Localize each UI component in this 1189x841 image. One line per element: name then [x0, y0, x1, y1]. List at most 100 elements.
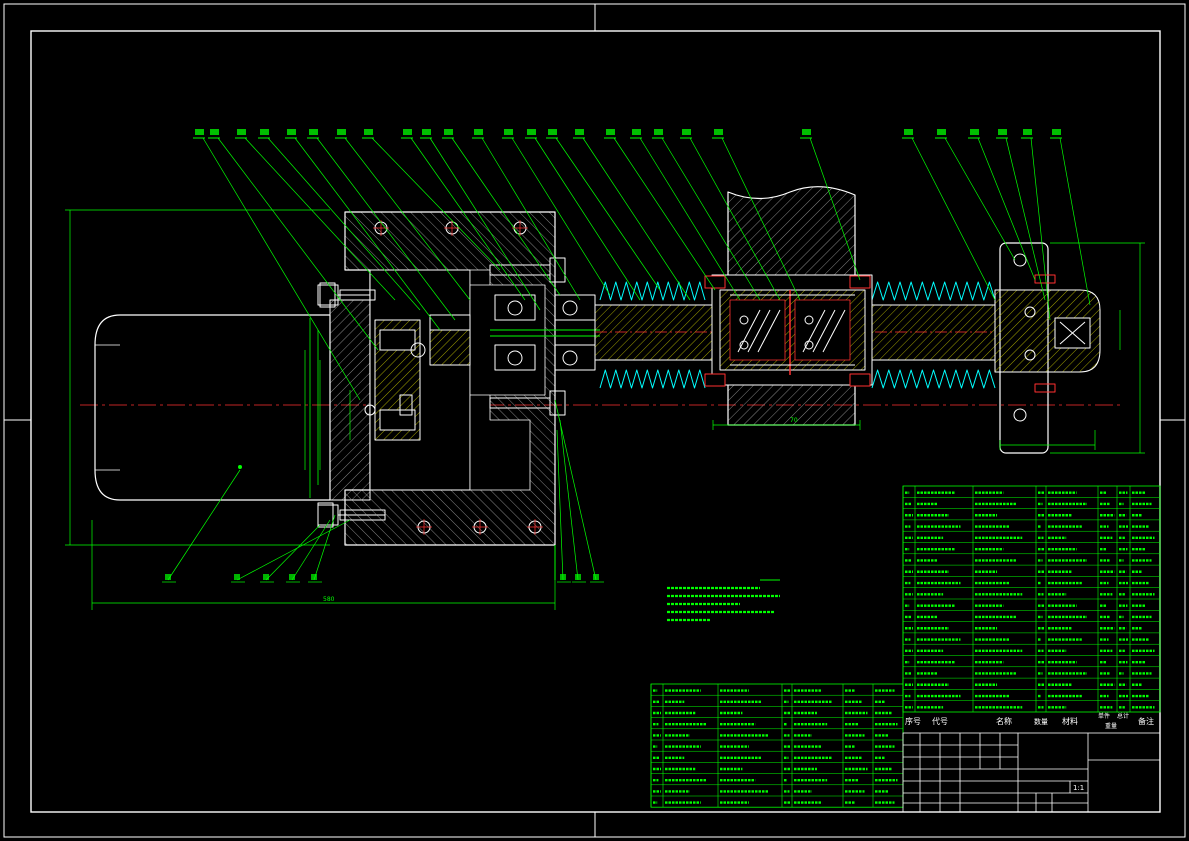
bellows-spring [871, 281, 996, 301]
title-block [902, 732, 1161, 813]
leader-line [451, 137, 561, 296]
parts-list-right [902, 485, 1161, 713]
bolt-holes [373, 220, 543, 535]
leader-line [236, 519, 351, 581]
overall-length-dim: 580 [323, 596, 335, 603]
leader-line [809, 137, 861, 281]
leader-line [511, 137, 611, 296]
balloon-number-mark [287, 129, 296, 135]
balloon-number-mark [937, 129, 946, 135]
leader-line [721, 137, 801, 301]
header-qty: 数量 [1034, 717, 1048, 726]
header-code: 代号 [932, 716, 948, 726]
parts-list-bottom [650, 683, 904, 808]
balloon-number-mark [560, 574, 566, 580]
leader-line [554, 399, 597, 581]
balloon-number-mark [237, 129, 246, 135]
balloon-number-mark [311, 574, 317, 580]
balloon-number-mark [575, 574, 581, 580]
balloon-number-mark [593, 574, 599, 580]
leader-line [689, 137, 781, 301]
balloon-number-mark [802, 129, 811, 135]
bellows-springs [599, 281, 996, 389]
balloon-number-mark [263, 574, 269, 580]
header-material: 材料 [1062, 716, 1078, 726]
balloon-number-mark [606, 129, 615, 135]
leader-line [1059, 137, 1091, 306]
balloon-number-mark [444, 129, 453, 135]
ball-screw [594, 304, 996, 361]
leader-lines [202, 137, 1091, 401]
balloon-number-mark [1023, 129, 1032, 135]
leader-line [534, 137, 641, 301]
table-frame [650, 683, 904, 808]
motor [94, 314, 331, 501]
leader-line [294, 137, 441, 331]
leader-line [267, 137, 421, 311]
leader-line [202, 137, 361, 401]
leader-line [429, 137, 541, 311]
part-balloons-bottom [162, 399, 604, 583]
balloon-number-mark [309, 129, 318, 135]
table-width-dim: 70 [790, 417, 798, 424]
balloon-number-mark [234, 574, 240, 580]
leader-line [977, 137, 1036, 281]
leader-line [1005, 137, 1046, 301]
leader-line [613, 137, 716, 291]
assembly-view: 580 70 [65, 129, 1145, 610]
balloon-number-mark [575, 129, 584, 135]
header-seq: 序号 [905, 716, 921, 726]
bellows-spring [599, 369, 706, 389]
balloon-number-mark [165, 574, 171, 580]
balloon-number-mark [714, 129, 723, 135]
coupling [364, 314, 471, 441]
end-support [994, 242, 1101, 454]
leader-line [167, 469, 241, 581]
balloon-number-mark [289, 574, 295, 580]
balloon-number-mark [682, 129, 691, 135]
leader-line [217, 137, 379, 351]
technical-notes [667, 579, 780, 622]
leader-line [265, 524, 321, 581]
balloon-number-mark [904, 129, 913, 135]
sheet-border [3, 3, 1186, 838]
parts-list-header: 序号 代号 名称 数量 材料 单件 总计 重量 备注 [905, 712, 1154, 730]
balloon-number-mark [195, 129, 204, 135]
bellows-spring [871, 369, 996, 389]
header-name: 名称 [996, 716, 1012, 726]
header-unit: 单件 [1098, 712, 1110, 720]
balloon-number-mark [422, 129, 431, 135]
header-total: 总计 [1117, 712, 1129, 720]
balloon-number-mark [527, 129, 536, 135]
leader-line [639, 137, 741, 301]
leader-line [313, 514, 336, 581]
leader-line [244, 137, 396, 301]
leader-line [556, 429, 564, 581]
header-remark: 备注 [1138, 716, 1154, 726]
dimension-lines [65, 209, 1145, 610]
leader-line [410, 137, 526, 301]
balloon-number-mark [1052, 129, 1061, 135]
balloon-number-mark [210, 129, 219, 135]
balloon-number-mark [337, 129, 346, 135]
balloon-number-mark [364, 129, 373, 135]
leader-line [582, 137, 691, 301]
balloon-number-mark [654, 129, 663, 135]
housing-bolts [317, 257, 566, 580]
leader-line [559, 419, 579, 581]
leader-line [291, 519, 331, 581]
leader-line [344, 137, 471, 301]
leader-line [555, 137, 661, 291]
leader-line [316, 137, 456, 321]
leader-line [944, 137, 1016, 261]
balloon-number-mark [504, 129, 513, 135]
balloon-number-mark [548, 129, 557, 135]
balloon-number-mark [403, 129, 412, 135]
leader-line [481, 137, 581, 301]
bellows-spring [599, 281, 706, 301]
part-balloons-top [193, 129, 1062, 139]
leader-line [911, 137, 996, 301]
leader-line [371, 137, 501, 271]
worktable-section [704, 186, 873, 426]
